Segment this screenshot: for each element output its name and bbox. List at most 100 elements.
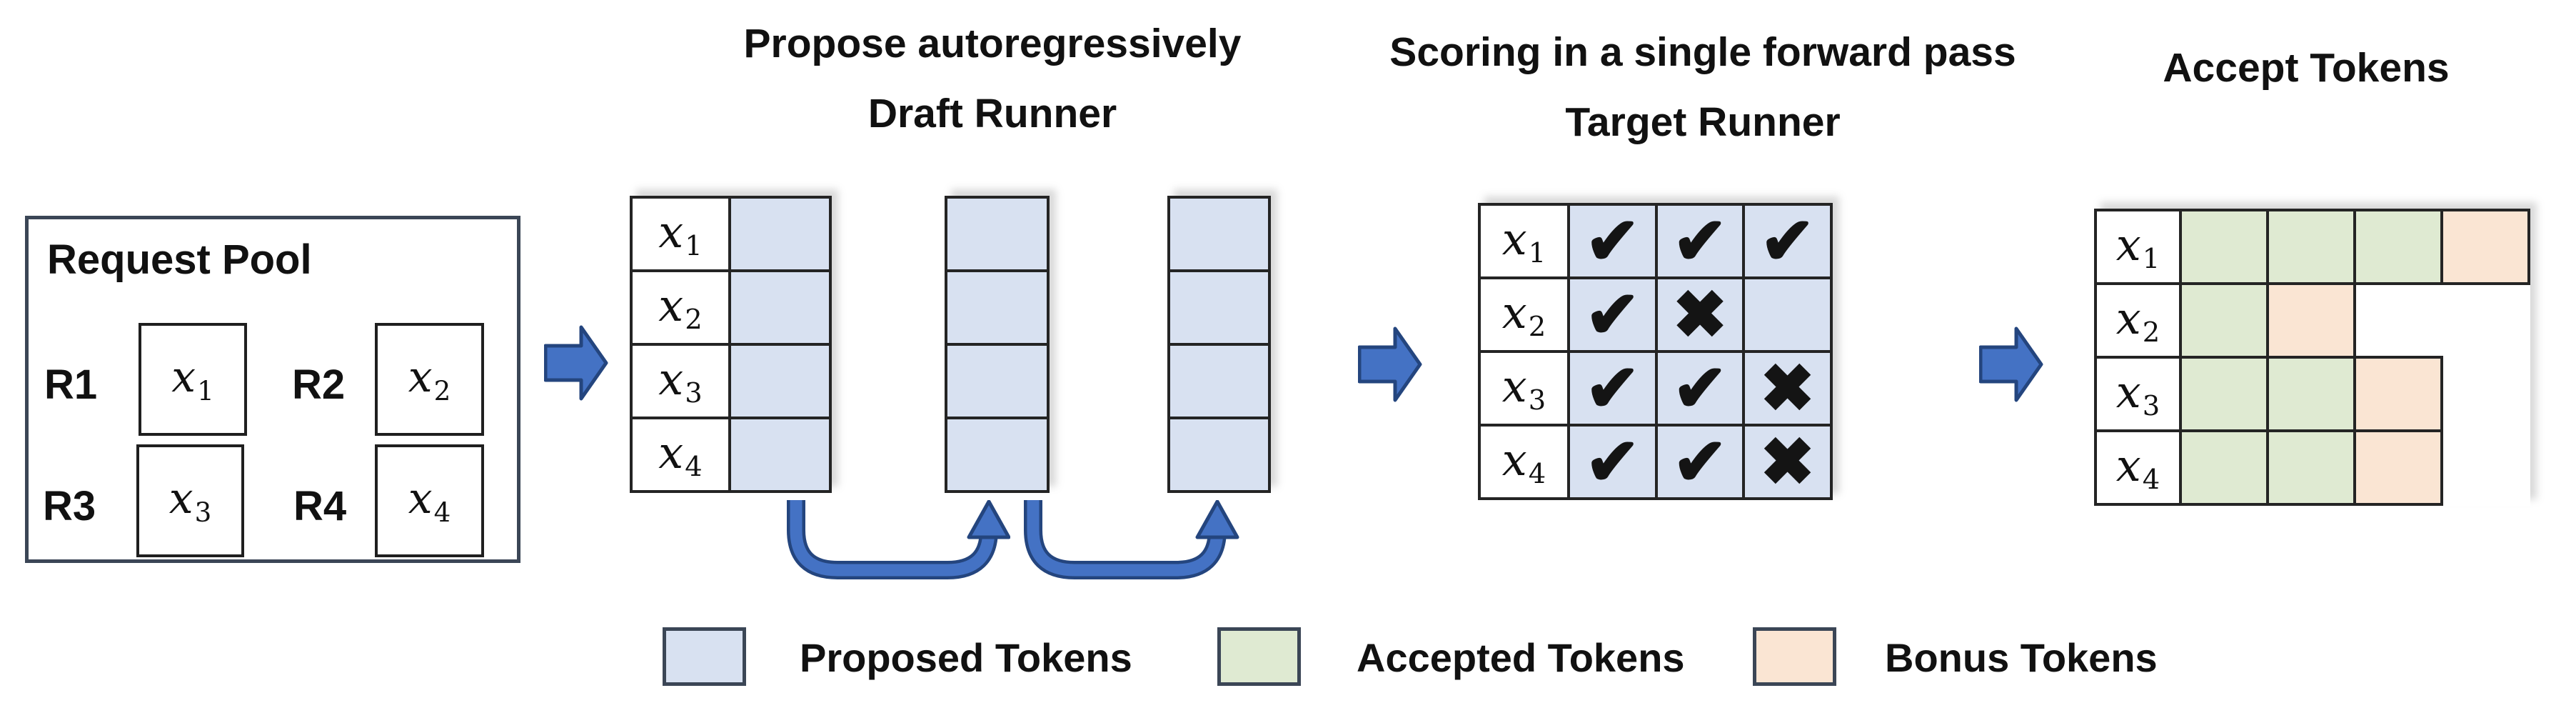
legend-label-bonus: Bonus Tokens [1885, 635, 2158, 680]
check-icon: ✔ [1584, 425, 1641, 499]
token-label: x2 [658, 279, 703, 336]
accepted-cell [2179, 429, 2269, 506]
mark-cell: ✔ [1655, 350, 1745, 427]
row-label-cell: x2 [630, 269, 731, 346]
cross-icon: ✖ [1759, 425, 1816, 499]
token-box: x1 [139, 323, 247, 436]
draft-column-3 [1167, 196, 1271, 493]
accept-tokens-title: Accept Tokens [2163, 45, 2450, 91]
row-label-cell: x2 [2094, 282, 2182, 359]
token-box: x4 [375, 444, 484, 557]
mark-cell: ✔ [1567, 424, 1658, 500]
bonus-cell [2353, 356, 2443, 432]
proposed-cell [945, 196, 1050, 272]
request-label: R3 [43, 483, 96, 529]
draft-runner-subtitle: Draft Runner [867, 91, 1117, 136]
row-label-cell: x2 [1478, 276, 1570, 353]
token-label: x3 [168, 474, 212, 528]
token-label: x1 [1501, 212, 1546, 270]
mark-cell: ✔ [1742, 203, 1833, 279]
request-pool-title: Request Pool [47, 236, 312, 283]
token-label: x3 [1501, 359, 1546, 417]
target-runner-subtitle: Target Runner [1565, 99, 1841, 145]
legend-swatch-accepted [1217, 627, 1301, 686]
check-icon: ✔ [1759, 204, 1816, 278]
token-box: x3 [136, 444, 244, 557]
token-label: x4 [2115, 439, 2160, 497]
row-label-cell: x1 [2094, 209, 2182, 285]
row-label-cell: x4 [2094, 429, 2182, 506]
check-icon: ✔ [1672, 352, 1728, 425]
target-runner-title: Scoring in a single forward pass [1389, 29, 2016, 75]
proposed-cell [1167, 196, 1271, 272]
row-label-cell: x3 [1478, 350, 1570, 427]
check-icon: ✔ [1584, 278, 1641, 352]
proposed-cell [945, 417, 1050, 493]
target-runner-grid: x1✔✔✔x2✔✖x3✔✔✖x4✔✔✖ [1478, 203, 1833, 500]
request-label: R4 [293, 483, 347, 529]
token-box: x2 [375, 323, 484, 436]
mark-cell: ✖ [1742, 424, 1833, 500]
proposed-cell [728, 269, 832, 346]
bonus-cell [2440, 209, 2530, 285]
mark-cell: ✔ [1567, 350, 1658, 427]
proposed-cell [1167, 417, 1271, 493]
proposed-cell [728, 343, 832, 419]
flow-arrow-icon [544, 325, 608, 401]
draft-column-2 [945, 196, 1050, 493]
mark-cell: ✔ [1655, 424, 1745, 500]
mark-cell: ✔ [1655, 203, 1745, 279]
row-label-cell: x1 [1478, 203, 1570, 279]
proposed-cell [945, 343, 1050, 419]
mark-cell [1742, 276, 1833, 353]
token-label: x2 [1501, 286, 1546, 344]
token-label: x4 [658, 426, 703, 484]
row-label-cell: x4 [630, 417, 731, 493]
token-label: x2 [408, 352, 451, 407]
row-label-cell: x3 [2094, 356, 2182, 432]
token-label: x3 [658, 352, 703, 410]
draft-runner-title: Propose autoregressively [743, 21, 1242, 66]
legend-label-proposed: Proposed Tokens [800, 635, 1132, 680]
accepted-cell [2179, 209, 2269, 285]
check-icon: ✔ [1672, 425, 1728, 499]
token-label: x2 [2115, 291, 2160, 349]
request-label: R1 [44, 362, 98, 408]
flow-arrow-icon [1358, 326, 1422, 402]
draft-grid-1: x1 x2 x3 x4 [630, 196, 832, 493]
token-label: x1 [171, 352, 214, 407]
proposed-cell [945, 269, 1050, 346]
accepted-cell [2266, 209, 2356, 285]
bonus-cell [2353, 429, 2443, 506]
flow-arrow-icon [1979, 326, 2043, 402]
mark-cell: ✖ [1742, 350, 1833, 427]
accepted-cell [2179, 356, 2269, 432]
loop-arrow-icon [1024, 500, 1239, 579]
cross-icon: ✖ [1672, 278, 1728, 352]
request-label: R2 [292, 362, 346, 408]
token-label: x4 [408, 474, 451, 528]
token-label: x1 [2115, 218, 2160, 276]
proposed-cell [1167, 343, 1271, 419]
proposed-cell [1167, 269, 1271, 346]
proposed-cell [728, 417, 832, 493]
accepted-cell [2353, 209, 2443, 285]
legend-swatch-bonus [1753, 627, 1836, 686]
token-label: x1 [658, 205, 703, 263]
accepted-cell [2179, 282, 2269, 359]
bonus-cell [2266, 282, 2356, 359]
accepted-cell [2266, 429, 2356, 506]
legend-label-accepted: Accepted Tokens [1357, 635, 1685, 680]
row-label-cell: x3 [630, 343, 731, 419]
mark-cell: ✔ [1567, 203, 1658, 279]
accepted-cell [2266, 356, 2356, 432]
row-label-cell: x4 [1478, 424, 1570, 500]
token-label: x4 [1501, 433, 1546, 491]
check-icon: ✔ [1584, 204, 1641, 278]
check-icon: ✔ [1584, 352, 1641, 425]
token-label: x3 [2115, 365, 2160, 423]
loop-arrow-icon [787, 500, 1010, 579]
accept-tokens-grid: x1 x2 x3 x4 [2094, 209, 2530, 506]
cross-icon: ✖ [1759, 352, 1816, 425]
row-label-cell: x1 [630, 196, 731, 272]
